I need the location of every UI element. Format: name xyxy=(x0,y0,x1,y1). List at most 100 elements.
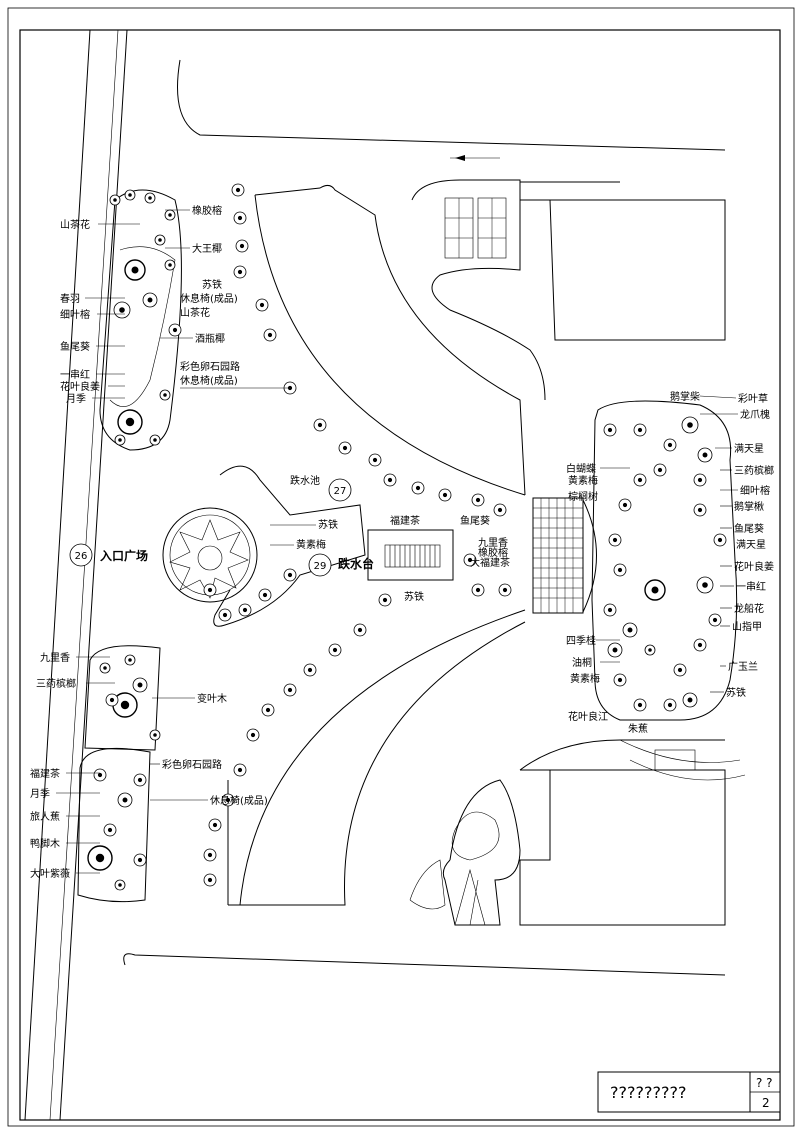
entry-plaza-ring xyxy=(162,507,258,603)
sheet-inner-border xyxy=(19,29,781,1121)
building-north-road xyxy=(411,179,546,401)
label-alpinia-r2: 花叶良江 xyxy=(568,710,608,723)
label-alpinia-r: 花叶良姜 xyxy=(734,560,774,573)
label-murraya: 九里香 xyxy=(40,652,70,664)
waterfall-platform xyxy=(367,529,454,581)
title-block: ????????? ? ? 2 xyxy=(597,1071,781,1113)
building-north-outline xyxy=(520,199,726,341)
tree-trunk-dot xyxy=(687,422,693,428)
tree-trunk-dot xyxy=(153,438,157,442)
tree-trunk-dot xyxy=(128,658,132,662)
tree-trunk-dot xyxy=(235,187,241,193)
tree-trunk-dot xyxy=(265,707,271,713)
tree-trunk-dot xyxy=(109,697,115,703)
sculpture-stairs xyxy=(454,868,486,926)
tree-trunk-dot xyxy=(382,597,388,603)
building-south-outline xyxy=(519,769,726,926)
label-magnolia: 广玉兰 xyxy=(728,660,758,673)
tree-trunk-dot xyxy=(262,592,268,598)
tree-trunk-dot xyxy=(667,442,673,448)
title-block-title: ????????? xyxy=(610,1083,686,1102)
label-gypsophila: 满天星 xyxy=(734,443,764,455)
bottom-road-line xyxy=(123,953,726,976)
planting-bed-north-inner xyxy=(109,246,176,407)
tree-trunk-dot xyxy=(120,700,130,710)
label-cycas-r: 苏铁 xyxy=(726,686,746,699)
tree-trunk-dot xyxy=(237,215,243,221)
tree-trunk-dot xyxy=(137,682,143,688)
label-rubber-tree: 橡胶榕 xyxy=(192,204,222,217)
tree-trunk-dot xyxy=(103,666,107,670)
entry-plaza-label: 入口广场 xyxy=(100,548,148,563)
label-cascade-pool: 跌水池 xyxy=(290,474,320,487)
label-duranta-r: 黄素梅 xyxy=(568,474,598,487)
waterfall-steps xyxy=(384,544,441,568)
label-rubber-2: 橡胶榕 xyxy=(478,546,508,559)
label-fishtail-palm: 鱼尾葵 xyxy=(60,340,90,353)
tree-trunk-dot xyxy=(172,327,178,333)
left-leader-lines xyxy=(56,223,140,874)
tree-trunk-dot xyxy=(702,582,708,588)
tree-trunk-dot xyxy=(612,537,618,543)
tree-trunk-dot xyxy=(307,667,313,673)
tree-trunk-dot xyxy=(147,297,153,303)
tree-trunk-dot xyxy=(242,607,248,613)
tree-trunk-dot xyxy=(607,607,613,613)
label-white-butterfly: 白蝴蝶 xyxy=(566,462,596,475)
label-fishtail-r: 鱼尾葵 xyxy=(734,522,764,535)
label-liriodendron: 鹅掌楸 xyxy=(734,500,764,513)
tree-trunk-dot xyxy=(712,617,718,623)
label-sophora: 龙爪槐 xyxy=(740,408,770,421)
tree-trunk-dot xyxy=(667,702,673,708)
tree-trunk-dot xyxy=(207,877,213,883)
tree-trunk-dot xyxy=(415,485,421,491)
label-duranta: 黄素梅 xyxy=(296,538,326,551)
label-bench-3: 休息椅(成品) xyxy=(210,794,268,807)
tree-trunk-dot xyxy=(317,422,323,428)
tree-trunk-dot xyxy=(168,263,172,267)
label-croton: 变叶木 xyxy=(197,692,227,705)
tree-trunk-dot xyxy=(467,557,473,563)
label-schefflera: 鸭脚木 xyxy=(30,837,60,850)
upper-corridor-left-edge xyxy=(254,194,526,496)
center-leader-lines xyxy=(150,209,316,801)
tree-trunk-dot xyxy=(617,677,623,683)
paved-grid-plaza xyxy=(532,497,584,614)
tree-trunk-dot xyxy=(250,732,256,738)
tree-trunk-dot xyxy=(237,269,243,275)
label-ixora: 龙船花 xyxy=(734,602,764,615)
label-duranta-r2: 黄素梅 xyxy=(570,672,600,685)
title-block-code-bottom: 2 xyxy=(762,1096,770,1110)
building-north-window-mullions xyxy=(445,198,506,258)
upper-corridor-right-edge xyxy=(254,184,526,496)
road-edge-left-extra xyxy=(49,29,119,1121)
tree-trunk-dot xyxy=(148,196,152,200)
tree-trunk-dot xyxy=(287,572,293,578)
tree-trunk-dot xyxy=(97,772,103,778)
tree-trunk-dot xyxy=(657,467,663,473)
tree-trunk-dot xyxy=(95,853,105,863)
tree-trunk-dot xyxy=(287,687,293,693)
tree-trunk-dot xyxy=(212,822,218,828)
tree-trunk-dot xyxy=(475,497,481,503)
label-camellia-2: 山茶花 xyxy=(180,306,210,319)
tree-trunk-dot xyxy=(267,332,273,338)
label-areca-r: 三药槟榔 xyxy=(734,464,774,477)
tree-trunk-dot xyxy=(168,213,172,217)
lower-corridor-edge xyxy=(228,621,526,906)
road-edge-left-inner xyxy=(59,29,128,1121)
road-edge-left-outer xyxy=(24,29,91,1121)
left-labels: 山茶花 春羽 细叶榕 鱼尾葵 一串红 花叶良姜 月季 九里香 三药槟榔 福建茶 … xyxy=(30,218,100,880)
label-salvia: 一串红 xyxy=(60,368,90,381)
label-lagerstroemia: 大叶紫薇 xyxy=(30,867,70,880)
tree-trunk-dot xyxy=(222,612,228,618)
tree-trunk-dot xyxy=(497,507,503,513)
tree-trunk-dot xyxy=(357,627,363,633)
sculpture-feature xyxy=(442,779,521,926)
lower-corridor-inner xyxy=(239,609,526,906)
right-labels: 鹅掌柴 彩叶草 龙爪槐 满天星 白蝴蝶 黄素梅 三药槟榔 棕榈树 细叶榕 鹅掌楸… xyxy=(566,390,774,735)
label-ficus-r: 细叶榕 xyxy=(740,484,770,497)
tree-trunk-dot xyxy=(137,857,143,863)
tree-trunk-dot xyxy=(332,647,338,653)
tree-trunk-dot xyxy=(502,587,508,593)
